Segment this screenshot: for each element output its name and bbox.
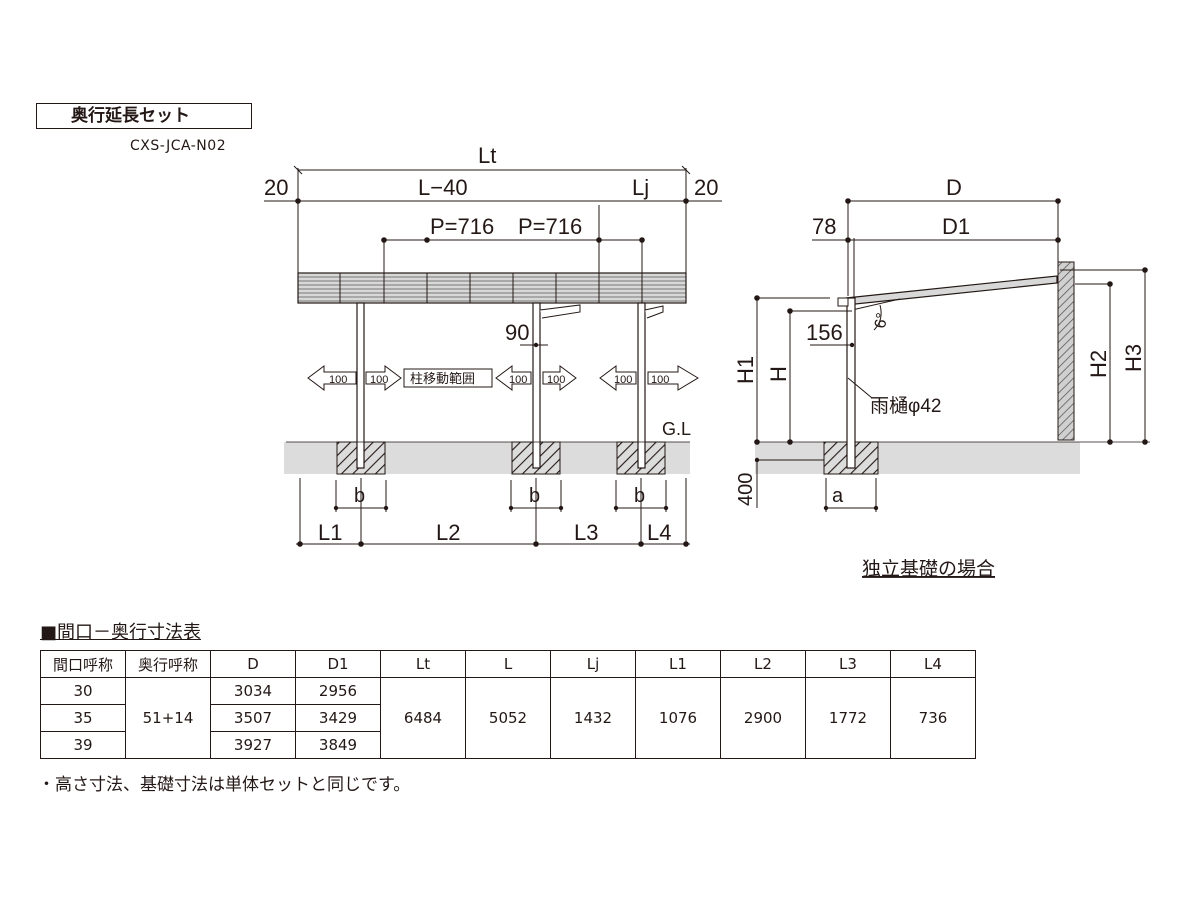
table-heading: ■間口－奥行寸法表: [40, 622, 202, 643]
th-l2: L2: [720, 650, 806, 678]
move-arrow-right: [647, 365, 699, 391]
dim-156: 156: [806, 320, 843, 345]
cell-okuyuki: 51+14: [125, 677, 211, 759]
dim-pitch-2: P=716: [518, 214, 582, 239]
dim-l1: L1: [318, 520, 342, 545]
table-row: 39 3927 3849: [40, 731, 976, 759]
dim-d1: D1: [942, 214, 970, 239]
dim-edge-right: 20: [694, 175, 718, 200]
dim-78: 78: [812, 214, 836, 239]
dim-lj: Lj: [632, 175, 649, 200]
table-row: 30 51+14 3034 2956 6484 5052 1432 1076 2…: [40, 677, 976, 759]
cell-l2: 2900: [720, 677, 806, 759]
cell-l3: 1772: [805, 677, 891, 759]
th-lt: Lt: [380, 650, 466, 678]
dim-l2: L2: [436, 520, 460, 545]
dim-edge-left: 20: [264, 175, 288, 200]
dim-h3: H3: [1121, 344, 1146, 372]
th-l4: L4: [890, 650, 976, 678]
cell-maguchi: 30: [40, 677, 126, 705]
angle-label: 6°: [872, 312, 891, 330]
note-text: ・高さ寸法、基礎寸法は単体セットと同じです。: [38, 775, 411, 795]
table-header-row: 間口呼称 奥行呼称 D D1 Lt L Lj L1 L2 L3 L4: [40, 650, 976, 678]
cell-lj: 1432: [550, 677, 636, 759]
move-range-box: [403, 368, 493, 388]
dim-h2: H2: [1086, 350, 1111, 378]
move-100: 100: [370, 374, 388, 386]
ground-band-side: [755, 442, 1080, 474]
move-100: 100: [614, 374, 632, 386]
dim-l40: L−40: [418, 175, 468, 200]
dim-pitch-1: P=716: [430, 214, 494, 239]
move-100: 100: [329, 374, 347, 386]
cell-l1: 1076: [635, 677, 721, 759]
dimension-table: 間口呼称 奥行呼称 D D1 Lt L Lj L1 L2 L3 L4 30 51…: [40, 650, 976, 759]
dim-b: b: [354, 485, 365, 507]
cell-d: 3034: [210, 677, 296, 705]
cell-d1: 3429: [295, 704, 381, 732]
dim-b: b: [634, 485, 645, 507]
dim-400: 400: [735, 473, 757, 506]
gutter-label: 雨樋φ42: [870, 395, 941, 417]
cell-d: 3507: [210, 704, 296, 732]
th-maguchi: 間口呼称: [40, 650, 126, 678]
roof-beam-side: [845, 275, 1058, 306]
cell-d1: 3849: [295, 731, 381, 759]
cell-l4: 736: [890, 677, 976, 759]
dim-l4: L4: [647, 520, 671, 545]
model-code: CXS-JCA-N02: [130, 138, 227, 154]
post-left: [356, 302, 365, 469]
th-l: L: [465, 650, 551, 678]
dimension-drawing: Lt 20 L−40 Lj 20 P=716 P=716 90 L1 L2 L3…: [264, 143, 1150, 580]
th-l3: L3: [805, 650, 891, 678]
dim-h1: H1: [733, 356, 758, 384]
cell-maguchi: 35: [40, 704, 126, 732]
dim-b: b: [529, 485, 540, 507]
dim-lt: Lt: [478, 143, 496, 168]
post-right: [637, 302, 664, 469]
dim-l3: L3: [574, 520, 598, 545]
cell-d1: 2956: [295, 677, 381, 705]
post-side: [846, 297, 856, 469]
roof-panel-front: [297, 272, 687, 304]
cell-d: 3927: [210, 731, 296, 759]
th-l1: L1: [635, 650, 721, 678]
move-arrow-right: [365, 365, 402, 391]
th-d: D: [210, 650, 296, 678]
move-arrow-left: [495, 365, 532, 391]
move-arrow-left: [307, 365, 357, 391]
move-100: 100: [651, 374, 669, 386]
post-middle: [532, 302, 581, 469]
move-arrow-right: [542, 365, 577, 391]
cell-l: 5052: [465, 677, 551, 759]
move-100: 100: [509, 374, 527, 386]
move-arrow-left: [599, 365, 637, 391]
move-100: 100: [547, 374, 565, 386]
table-row: 35 3507 3429: [40, 704, 976, 732]
move-range-label: 柱移動範囲: [410, 371, 475, 386]
dim-a: a: [832, 485, 844, 507]
dim-d: D: [946, 175, 962, 200]
side-caption: 独立基礎の場合: [862, 558, 995, 580]
wall: [1057, 261, 1075, 441]
gl-label: G.L: [662, 419, 691, 439]
dim-90: 90: [505, 320, 529, 345]
th-okuyuki: 奥行呼称: [125, 650, 211, 678]
set-title: 奥行延長セット: [36, 103, 252, 129]
cell-lt: 6484: [380, 677, 466, 759]
cell-maguchi: 39: [40, 731, 126, 759]
th-d1: D1: [295, 650, 381, 678]
dim-h: H: [766, 366, 791, 382]
th-lj: Lj: [550, 650, 636, 678]
